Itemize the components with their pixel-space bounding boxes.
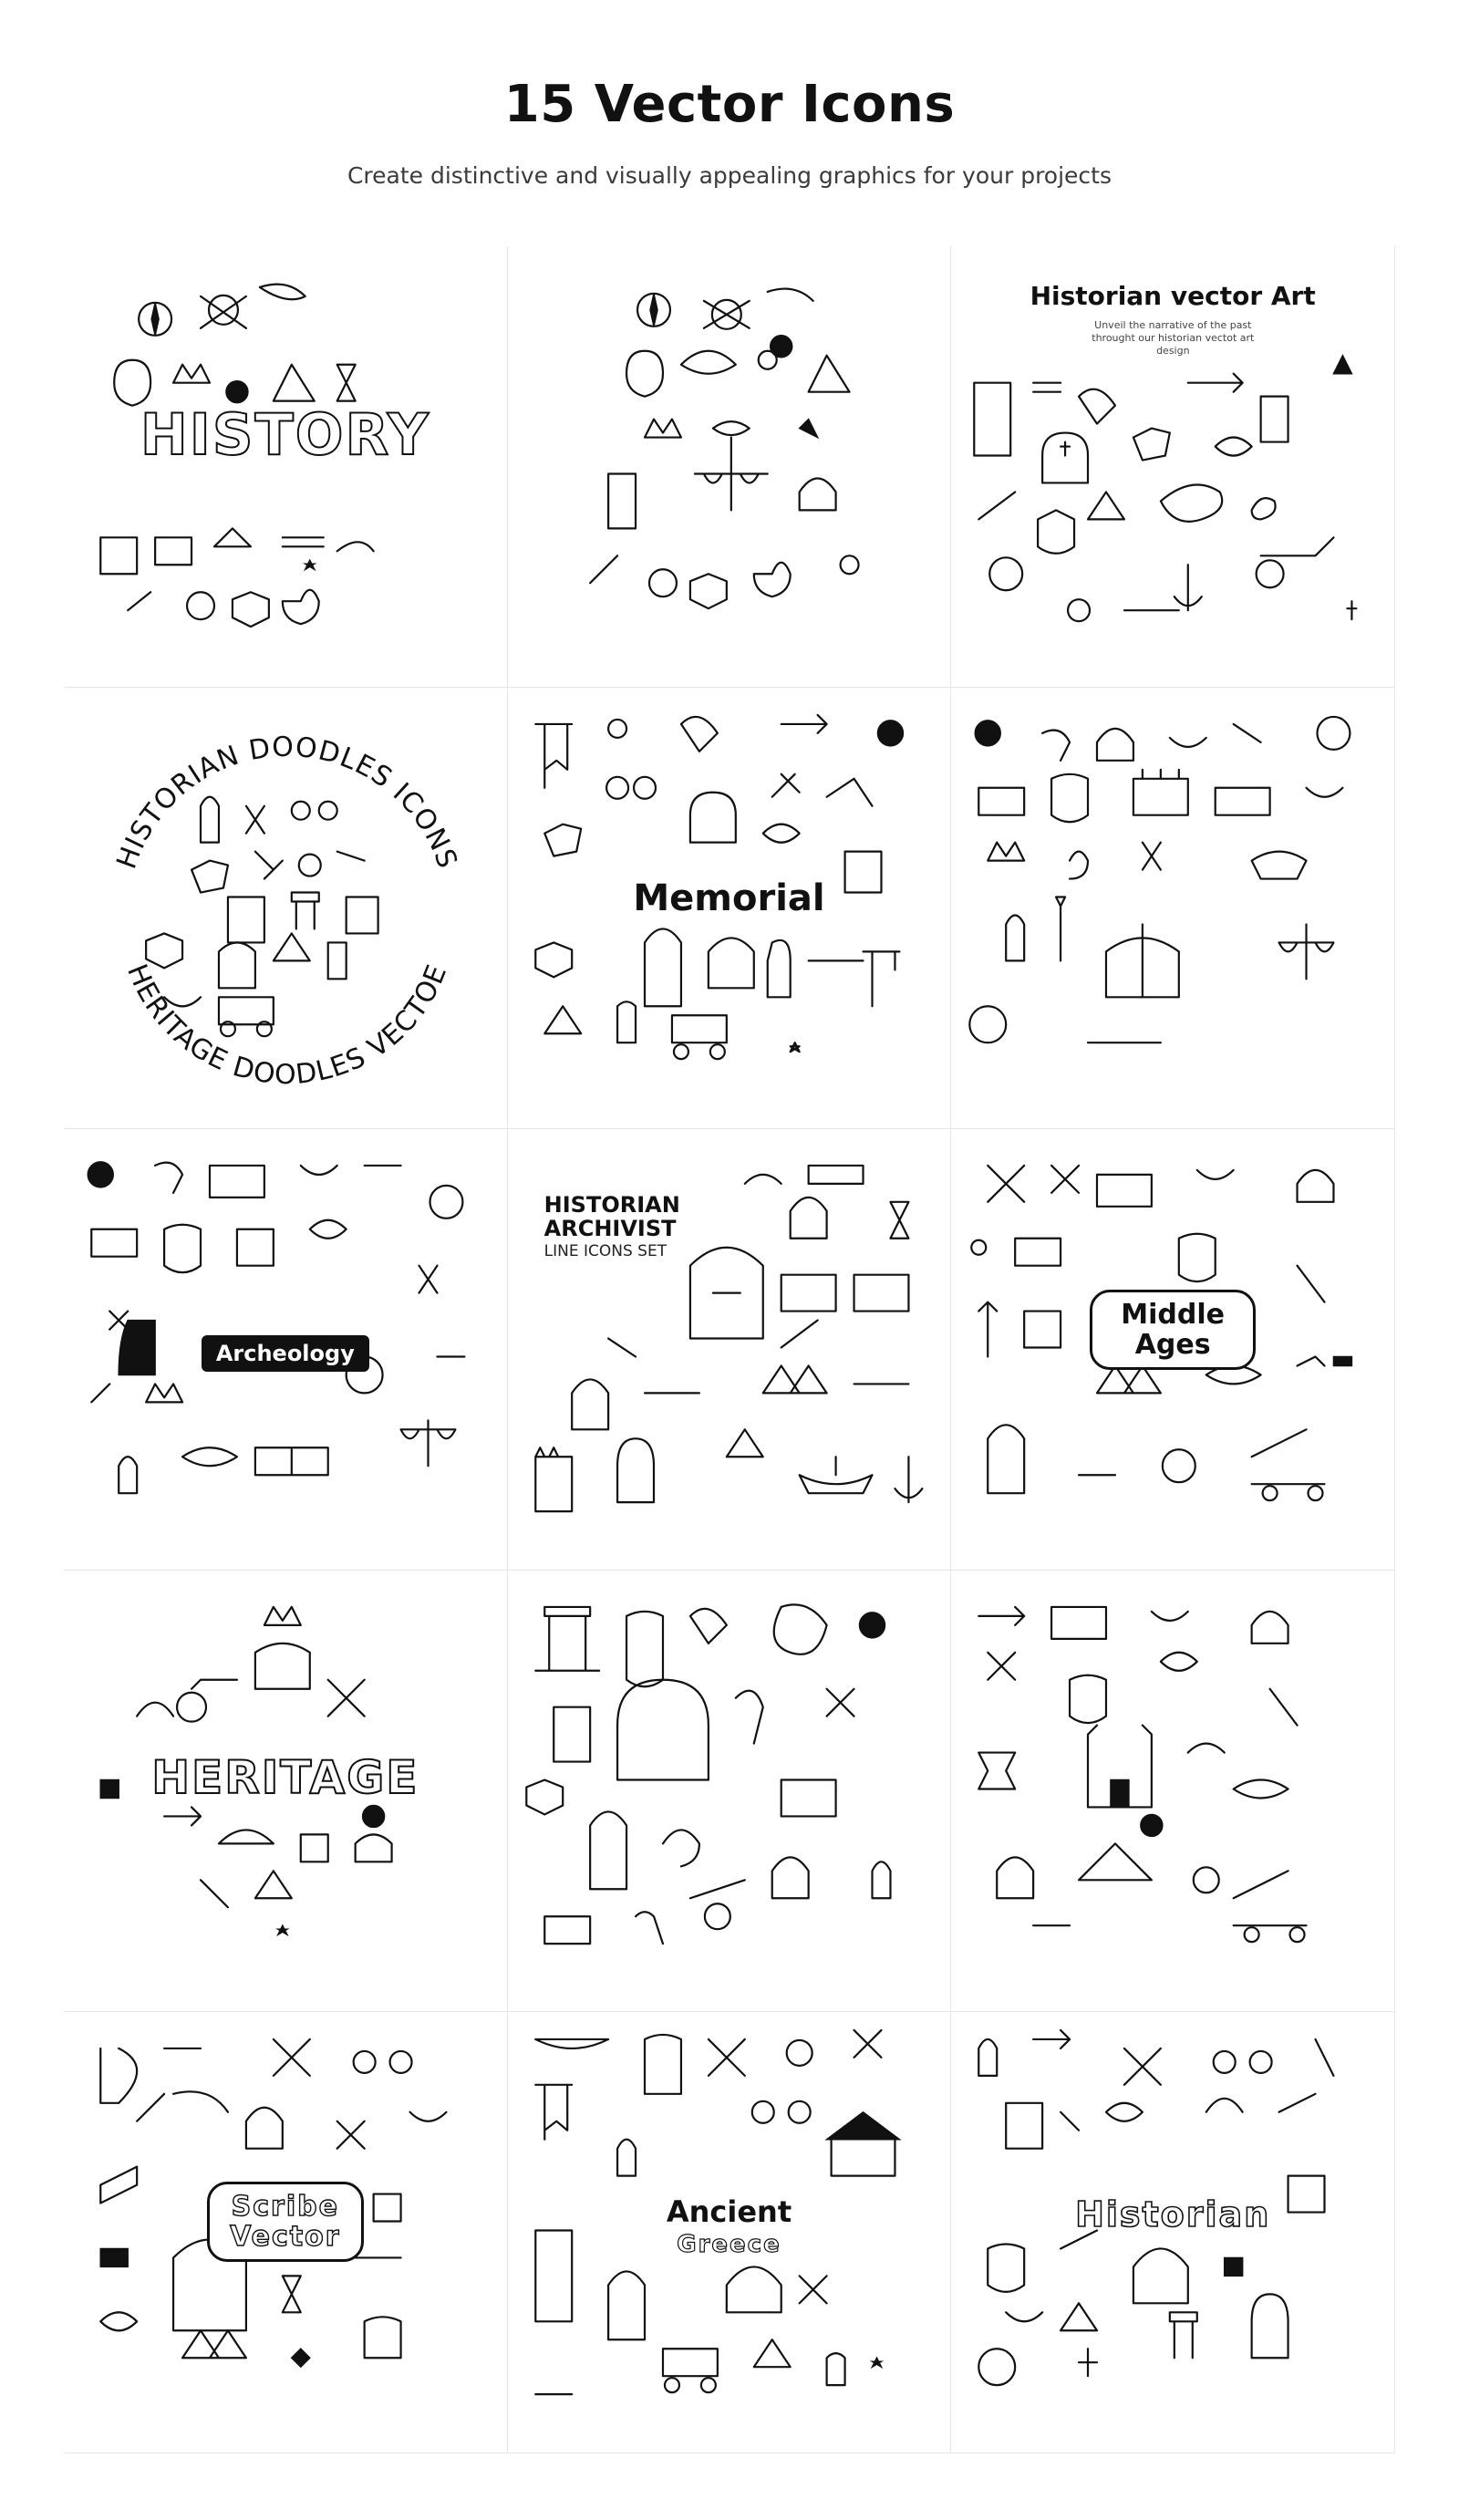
- tile-archeology[interactable]: Archeology: [64, 1129, 508, 1571]
- tile-scribe-vector[interactable]: Scribe Vector: [64, 2012, 508, 2453]
- tile-historian-vector-art[interactable]: Historian vector Art Unveil the narrativ…: [951, 246, 1395, 688]
- doodle-set: [524, 1603, 892, 1945]
- tile-ancient-greece[interactable]: Ancient Greece: [507, 2012, 952, 2453]
- tile-history[interactable]: HISTORY: [64, 246, 508, 688]
- tile-historian-doodles[interactable]: HISTORIAN DOODLES ICONS HERITAGE DOODLES…: [64, 688, 508, 1129]
- doodle-circle: [588, 287, 860, 610]
- tile-middle-ages[interactable]: Middle Ages: [951, 1129, 1395, 1571]
- heritage-diamond: [99, 1605, 393, 1937]
- historian-doodles: [978, 2028, 1335, 2387]
- svg-text:HERITAGE DOODLES VECTOE: HERITAGE DOODLES VECTOE: [120, 959, 453, 1091]
- svg-text:HISTORIAN DOODLES ICONS: HISTORIAN DOODLES ICONS: [110, 731, 463, 874]
- scribe-vector-doodles: [99, 2038, 448, 2369]
- tile-historian-archivist[interactable]: HISTORIAN ARCHIVIST LINE ICONS SET: [507, 1129, 952, 1571]
- historian-archivist-doodles: [533, 1164, 924, 1513]
- archeology-doodles: [87, 1161, 466, 1495]
- page-subtitle: Create distinctive and visually appealin…: [347, 162, 1112, 189]
- ancient-greece-doodles: [533, 2028, 902, 2396]
- tile-historian[interactable]: Historian: [951, 2012, 1395, 2453]
- page-title: 15 Vector Icons: [503, 75, 956, 134]
- icon-tile-grid: HISTORY: [64, 246, 1395, 2453]
- tile-heritage[interactable]: HERITAGE: [64, 1571, 508, 2012]
- history-doodle-circle: [99, 283, 375, 628]
- historian-vector-art-doodles: [973, 354, 1358, 623]
- tile-doodle-set-12[interactable]: [951, 1571, 1395, 2012]
- tile-memorial[interactable]: Memorial: [507, 688, 952, 1129]
- tile-doodle-circle[interactable]: [507, 246, 952, 688]
- memorial-doodles: [533, 713, 904, 1061]
- arc-caption-bottom: HERITAGE DOODLES VECTOE: [120, 959, 452, 1091]
- doodle-set: [968, 715, 1351, 1044]
- tile-doodle-set-11[interactable]: [507, 1571, 952, 2012]
- tile-doodle-set-6[interactable]: [951, 688, 1395, 1129]
- middle-ages-doodles: [970, 1164, 1353, 1502]
- doodle-set: [978, 1605, 1308, 1944]
- arc-caption-top: HISTORIAN DOODLES ICONS: [110, 731, 462, 874]
- historian-doodles-circle: HISTORIAN DOODLES ICONS HERITAGE DOODLES…: [110, 731, 463, 1092]
